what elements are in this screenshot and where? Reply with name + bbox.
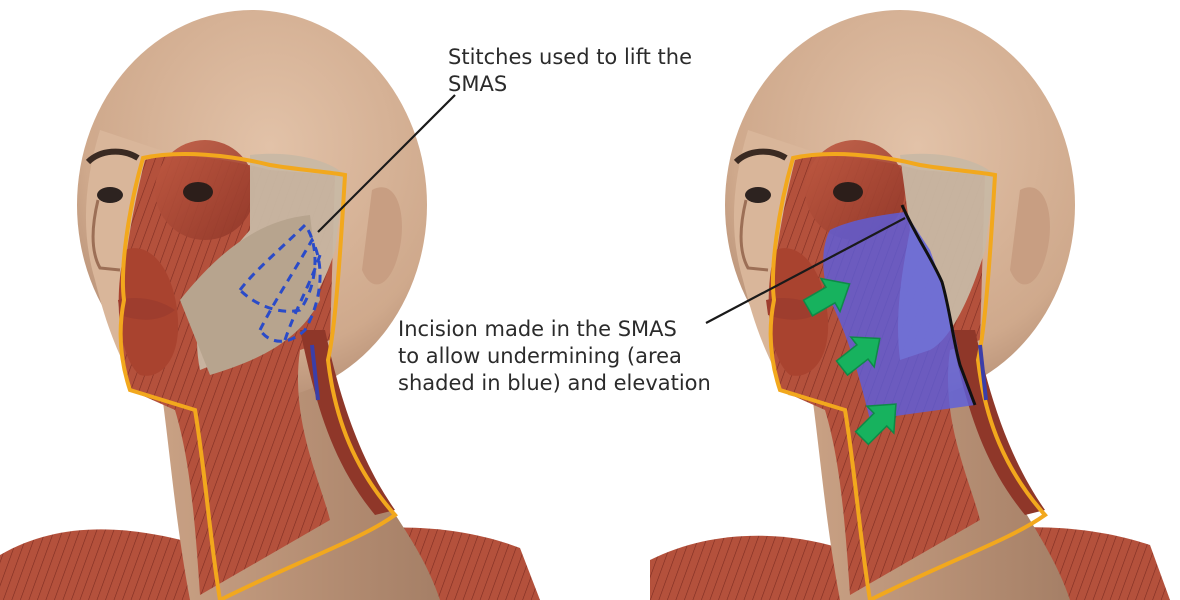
right-eye-near: [745, 187, 771, 203]
left-eye: [183, 182, 213, 202]
incision-label: Incision made in the SMAS to allow under…: [398, 316, 711, 397]
incision-label-line-1: Incision made in the SMAS: [398, 316, 711, 343]
incision-label-line-3: shaded in blue) and elevation: [398, 370, 711, 397]
incision-label-line-2: to allow undermining (area: [398, 343, 711, 370]
stitches-label-line-2: SMAS: [448, 71, 692, 98]
stitches-label: Stitches used to lift the SMAS: [448, 44, 692, 98]
stitches-label-line-1: Stitches used to lift the: [448, 44, 692, 71]
right-figure: [650, 10, 1170, 600]
left-figure: [0, 10, 540, 600]
right-eye: [833, 182, 863, 202]
left-eye-near: [97, 187, 123, 203]
